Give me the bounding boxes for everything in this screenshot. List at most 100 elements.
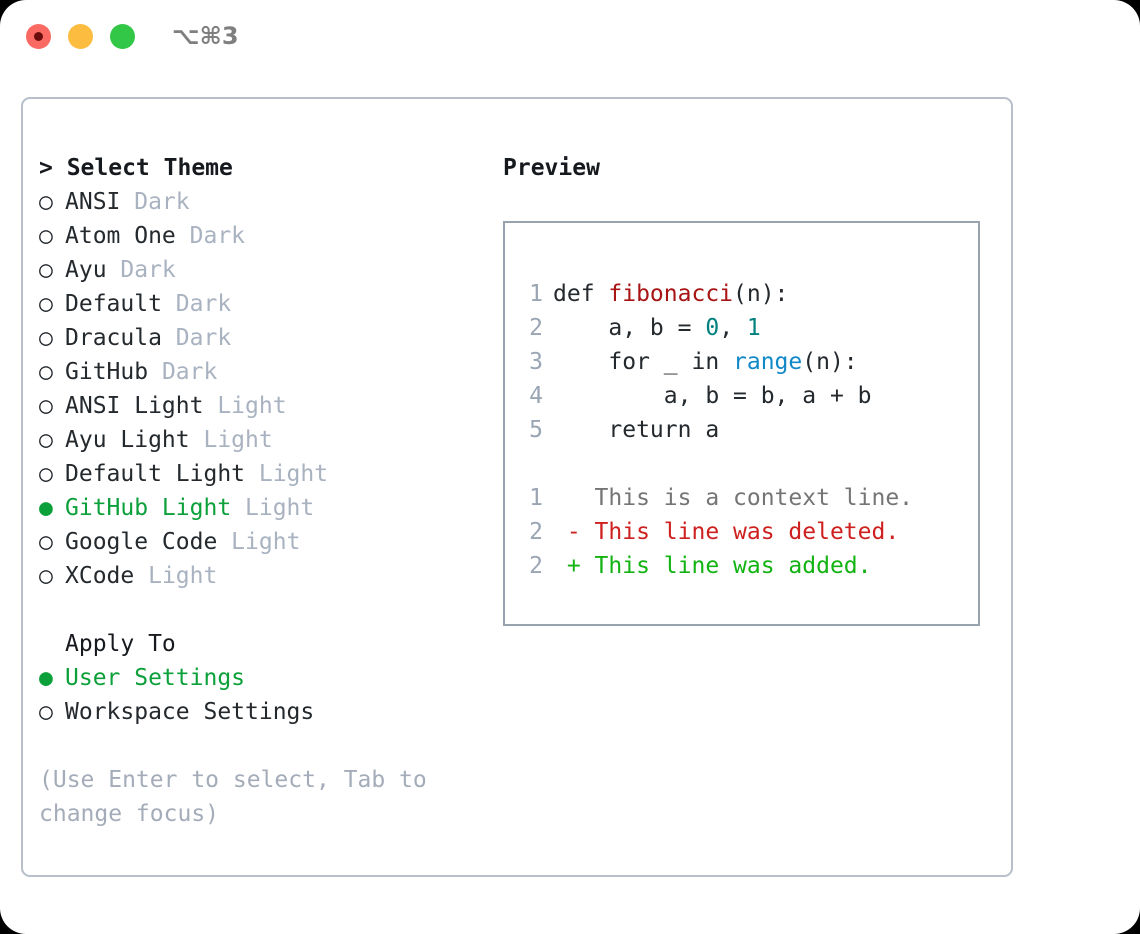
line-number: 3	[529, 349, 543, 375]
theme-variant-badge: Light	[203, 393, 287, 419]
radio-unselected-icon: ○	[39, 699, 53, 725]
keyboard-hint: (Use Enter to select, Tab to change focu…	[39, 767, 427, 827]
minimize-button[interactable]	[68, 24, 93, 49]
radio-unselected-icon: ○	[39, 461, 53, 487]
theme-option-default-light[interactable]: ○ Default Light Light	[39, 457, 469, 491]
code-blank-line	[519, 447, 913, 481]
theme-option-ansi-light[interactable]: ○ ANSI Light Light	[39, 389, 469, 423]
theme-picker-column: > Select Theme ○ANSI Dark○Atom One Dark○…	[39, 151, 469, 831]
line-number: 1	[529, 281, 543, 307]
theme-option-label: Default	[65, 291, 162, 317]
apply-to-option-label: Workspace Settings	[65, 699, 315, 725]
maximize-button[interactable]	[110, 24, 135, 49]
theme-option-dracula[interactable]: ○Dracula Dark	[39, 321, 469, 355]
diff-line-text: + This line was added.	[553, 553, 872, 579]
theme-list: ○ ANSI Dark ○ Atom One Dark ○ Ayu Dark ○ Defaul…	[39, 185, 469, 593]
code-token-plain: def	[553, 281, 609, 307]
diff-line-text: - This line was deleted.	[553, 519, 900, 545]
radio-unselected-icon: ○	[39, 291, 53, 317]
radio-unselected-icon: ○	[39, 393, 53, 419]
theme-option-label: Atom One	[65, 223, 176, 249]
theme-option-ansi[interactable]: ○ ANSI Dark	[39, 185, 469, 219]
theme-option-label: GitHub	[65, 359, 149, 385]
theme-option-default[interactable]: ○Default Dark	[39, 287, 469, 321]
close-button[interactable]	[26, 24, 51, 49]
diff-line-del: 2 - This line was deleted.	[519, 515, 913, 549]
code-token-plain: return a	[553, 417, 720, 443]
traffic-lights	[26, 24, 135, 49]
line-number: 5	[529, 417, 543, 443]
code-token-call: range	[733, 349, 803, 375]
theme-option-label: GitHub Light	[65, 495, 232, 521]
theme-variant-badge: Light	[189, 427, 273, 453]
theme-option-github-light[interactable]: ●GitHub Light Light	[39, 491, 469, 525]
code-token-plain: a, b =	[553, 315, 706, 341]
radio-unselected-icon: ○	[39, 359, 53, 385]
code-line: 5 return a	[519, 413, 913, 447]
code-line: 2 a, b = 0, 1	[519, 311, 913, 345]
theme-variant-badge: Dark	[148, 359, 218, 385]
preview-title: Preview	[503, 155, 600, 181]
diff-line-add: 2 + This line was added.	[519, 549, 913, 583]
apply-to-option-label: User Settings	[65, 665, 246, 691]
diff-line-ctx: 1 This is a context line.	[519, 481, 913, 515]
line-number: 2	[529, 553, 543, 579]
apply-to-option-workspace-settings[interactable]: ○ Workspace Settings	[39, 695, 469, 729]
radio-unselected-icon: ○	[39, 223, 53, 249]
keyboard-shortcut-label: ⌥⌘3	[172, 22, 239, 50]
theme-option-xcode[interactable]: ○ XCode Light	[39, 559, 469, 593]
theme-variant-badge: Dark	[175, 223, 246, 249]
theme-option-label: XCode	[65, 563, 135, 589]
theme-option-label: Google Code	[65, 529, 218, 555]
theme-option-label: ANSI	[65, 189, 121, 215]
theme-variant-badge: Light	[134, 563, 218, 589]
apply-to-header: Apply To	[39, 627, 469, 661]
theme-option-google-code[interactable]: ○Google Code Light	[39, 525, 469, 559]
theme-option-label: Ayu Light	[65, 427, 190, 453]
theme-option-label: Dracula	[65, 325, 162, 351]
apply-to-list: ● User Settings ○ Workspace Settings	[39, 661, 469, 729]
theme-option-label: Ayu	[65, 257, 107, 283]
theme-variant-badge: Dark	[161, 325, 232, 351]
radio-unselected-icon: ○	[39, 427, 53, 453]
apply-to-header-label: Apply To	[65, 631, 176, 657]
code-token-num: 1	[746, 315, 761, 341]
line-number: 4	[529, 383, 543, 409]
apply-to-header-indent	[39, 627, 65, 661]
select-theme-header: > Select Theme	[39, 155, 233, 181]
theme-option-label: Default Light	[65, 461, 246, 487]
diff-line-text: This is a context line.	[553, 485, 914, 511]
main-panel: > Select Theme ○ANSI Dark○Atom One Dark○…	[21, 97, 1013, 877]
theme-option-ayu-light[interactable]: ○ Ayu Light Light	[39, 423, 469, 457]
line-number: 2	[529, 315, 543, 341]
radio-unselected-icon: ○	[39, 257, 53, 283]
radio-unselected-icon: ○	[39, 189, 53, 215]
radio-selected-icon: ●	[39, 665, 53, 691]
code-token-plain: (n):	[733, 281, 789, 307]
line-number: 2	[529, 519, 543, 545]
radio-unselected-icon: ○	[39, 563, 53, 589]
title-bar: ⌥⌘3	[0, 0, 1140, 76]
radio-unselected-icon: ○	[39, 529, 53, 555]
theme-variant-badge: Dark	[120, 189, 190, 215]
theme-variant-badge: Light	[245, 461, 329, 487]
code-token-plain: a, b = b, a + b	[553, 383, 872, 409]
code-token-num: 0	[705, 315, 720, 341]
theme-option-label: ANSI Light	[65, 393, 204, 419]
theme-option-atom-one[interactable]: ○ Atom One Dark	[39, 219, 469, 253]
theme-variant-badge: Dark	[106, 257, 176, 283]
code-token-plain: (n):	[802, 349, 858, 375]
theme-option-github[interactable]: ○ GitHub Dark	[39, 355, 469, 389]
code-token-plain: for _ in	[553, 349, 734, 375]
code-line: 3 for _ in range(n):	[519, 345, 913, 379]
apply-to-option-user-settings[interactable]: ● User Settings	[39, 661, 469, 695]
theme-option-ayu[interactable]: ○ Ayu Dark	[39, 253, 469, 287]
list-spacer	[39, 593, 469, 627]
theme-variant-badge: Light	[231, 495, 315, 521]
code-token-plain: ,	[719, 315, 747, 341]
